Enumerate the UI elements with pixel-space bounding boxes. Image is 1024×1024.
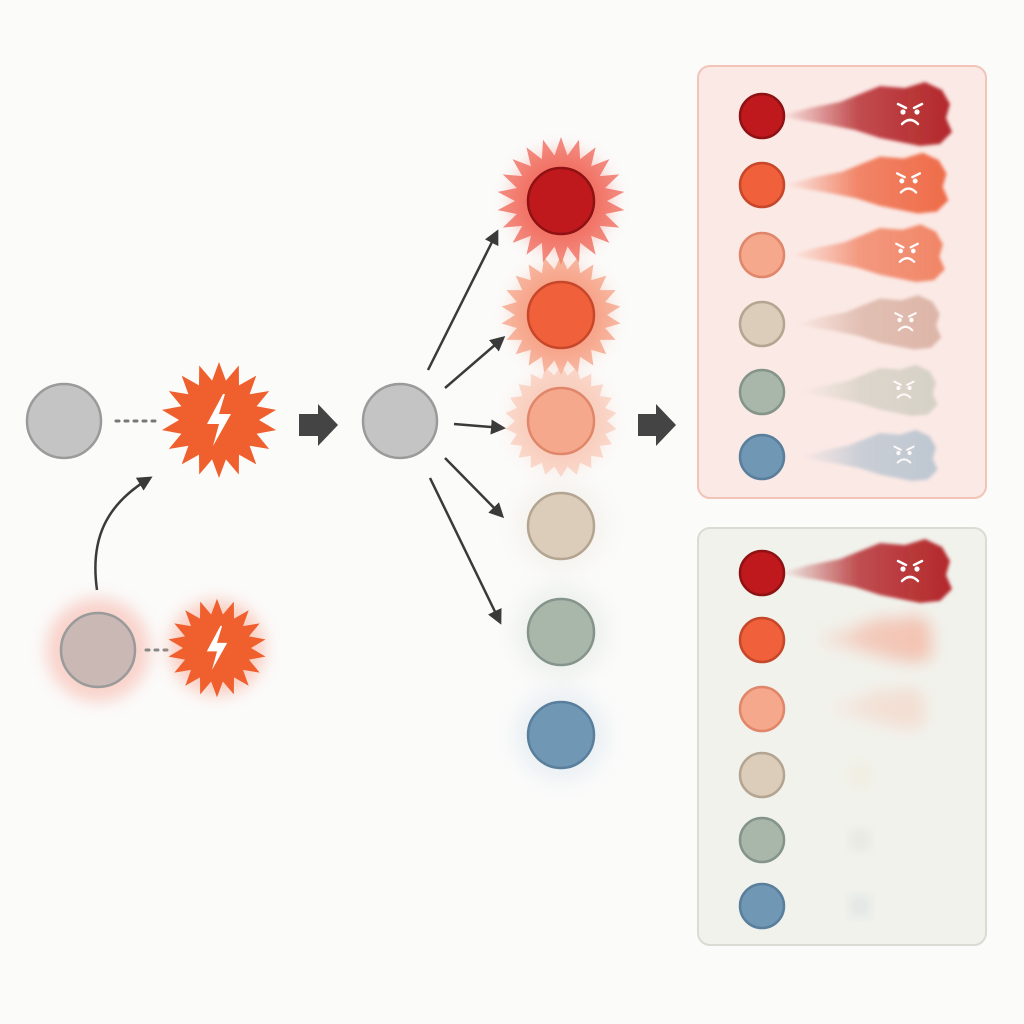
response-level-node bbox=[738, 433, 786, 481]
initial-trigger-group bbox=[25, 362, 277, 478]
aggression-cloud bbox=[805, 614, 934, 663]
response-level-node bbox=[738, 882, 786, 930]
fan-arrow bbox=[444, 336, 506, 389]
aggression-cloud bbox=[780, 539, 952, 603]
response-level-node bbox=[738, 161, 786, 209]
response-level-node bbox=[526, 491, 596, 561]
lightning-bolt-icon bbox=[206, 625, 228, 671]
response-level-node bbox=[526, 386, 596, 456]
panel-row-level-5 bbox=[738, 816, 868, 864]
response-level-node bbox=[526, 597, 596, 667]
response-level-node-level-3 bbox=[505, 365, 617, 477]
response-level-node bbox=[526, 280, 596, 350]
response-level-node-level-6 bbox=[515, 689, 607, 781]
response-level-node bbox=[526, 700, 596, 770]
lightning-burst-icon bbox=[161, 362, 277, 478]
response-level-node bbox=[738, 300, 786, 348]
fan-arrow bbox=[444, 457, 505, 519]
amplified-panel-rows bbox=[738, 82, 952, 481]
angry-face-icon bbox=[893, 445, 915, 464]
panel-row-level-3 bbox=[738, 224, 945, 282]
aggression-cloud bbox=[800, 429, 938, 481]
aggression-cloud bbox=[815, 686, 927, 729]
panel-row-level-3 bbox=[738, 685, 927, 733]
response-level-node bbox=[738, 231, 786, 279]
response-level-node bbox=[738, 685, 786, 733]
response-level-column bbox=[497, 137, 625, 781]
fan-arrow bbox=[426, 229, 499, 371]
angry-face-icon bbox=[896, 102, 924, 126]
faint-cloud bbox=[852, 898, 868, 914]
panel-row-level-6 bbox=[738, 429, 938, 481]
aggression-cloud bbox=[790, 224, 945, 282]
neutral-node bbox=[25, 382, 103, 460]
aggression-cloud bbox=[785, 152, 949, 214]
panel-row-level-4 bbox=[738, 751, 870, 799]
panel-row-level-5 bbox=[738, 364, 938, 416]
response-level-node bbox=[738, 751, 786, 799]
primed-node bbox=[59, 611, 137, 689]
panel-row-level-2 bbox=[738, 152, 949, 214]
selective-panel-rows bbox=[738, 539, 952, 930]
panel-row-level-4 bbox=[738, 295, 942, 350]
aggression-cloud bbox=[780, 82, 952, 146]
fan-arrow bbox=[428, 477, 502, 625]
angry-face-icon bbox=[895, 172, 922, 194]
fan-out-arrows bbox=[426, 229, 506, 625]
primed-trigger-group bbox=[46, 598, 266, 702]
response-level-node bbox=[738, 549, 786, 597]
panel-row-level-6 bbox=[738, 882, 868, 930]
hub-node bbox=[361, 382, 439, 460]
response-level-node bbox=[526, 166, 596, 236]
response-level-node-level-5 bbox=[515, 586, 607, 678]
angry-face-icon bbox=[896, 559, 924, 583]
aggression-cloud bbox=[795, 295, 942, 350]
response-level-node bbox=[738, 92, 786, 140]
lightning-burst-icon bbox=[168, 598, 266, 698]
angry-face-icon bbox=[894, 312, 917, 332]
panel-row-level-1 bbox=[738, 82, 952, 146]
curved-arrow bbox=[94, 476, 153, 591]
response-level-node bbox=[738, 368, 786, 416]
fan-arrow bbox=[453, 419, 506, 435]
response-level-node-level-1 bbox=[497, 137, 625, 265]
response-level-node-level-4 bbox=[515, 480, 607, 572]
panel-row-level-1 bbox=[738, 539, 952, 603]
faint-cloud bbox=[852, 832, 868, 848]
block-arrow-icon bbox=[638, 404, 676, 446]
lightning-bolt-icon bbox=[207, 394, 231, 446]
response-level-node bbox=[738, 616, 786, 664]
aggression-cloud bbox=[800, 364, 938, 416]
panel-row-level-2 bbox=[738, 614, 934, 664]
response-level-node bbox=[738, 816, 786, 864]
angry-face-icon bbox=[895, 242, 919, 263]
response-level-node-level-2 bbox=[501, 255, 621, 375]
angry-face-icon bbox=[893, 380, 915, 399]
faint-cloud bbox=[850, 765, 870, 785]
block-arrow-icon bbox=[299, 404, 338, 446]
